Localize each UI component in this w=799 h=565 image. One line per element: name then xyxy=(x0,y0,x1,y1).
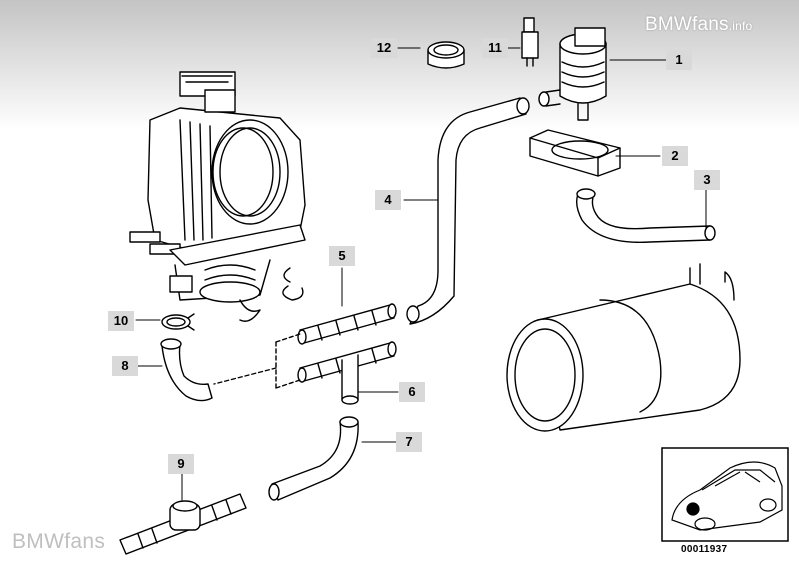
charcoal-canister xyxy=(506,263,741,432)
part-10-clamp xyxy=(161,313,195,331)
leader-lines xyxy=(135,47,707,501)
callout-10[interactable]: 10 xyxy=(108,311,134,331)
part-1-valve xyxy=(538,27,607,121)
inset-car-view xyxy=(661,447,789,542)
callout-7[interactable]: 7 xyxy=(396,432,422,452)
callout-12[interactable]: 12 xyxy=(371,38,397,58)
part-3-hose-end xyxy=(576,188,596,200)
part-4-hose-end-2 xyxy=(406,305,420,323)
part-3-hose xyxy=(575,193,711,244)
part-4-hose-end xyxy=(516,97,530,115)
part-5-connector xyxy=(297,303,397,405)
part-7-hose-end xyxy=(339,416,359,428)
callout-6[interactable]: 6 xyxy=(399,382,425,402)
watermark-top: BMWfans.info xyxy=(645,14,752,36)
part-8-hose xyxy=(161,343,213,402)
header-gradient xyxy=(0,0,799,130)
watermark-suffix: .info xyxy=(728,19,753,33)
callout-5[interactable]: 5 xyxy=(329,246,355,266)
watermark-brand: BMWfans xyxy=(645,14,729,35)
part-3-hose-end-2 xyxy=(704,225,716,241)
throttle-body xyxy=(129,71,306,322)
grouping-lines xyxy=(213,333,301,389)
inset-diagram-code: 00011937 xyxy=(681,544,728,555)
part-11-connector xyxy=(521,17,539,67)
watermark-bottom: BMWfans xyxy=(12,530,106,553)
part-12-cap xyxy=(427,41,465,69)
callout-11[interactable]: 11 xyxy=(482,38,508,58)
callout-9[interactable]: 9 xyxy=(168,454,194,474)
part-7-hose-end-2 xyxy=(268,483,280,501)
part-9-tee xyxy=(119,493,247,555)
part-7-hose xyxy=(271,421,359,501)
callout-1[interactable]: 1 xyxy=(666,50,692,70)
part-4-hose xyxy=(409,97,527,325)
callout-3[interactable]: 3 xyxy=(694,170,720,190)
callout-4[interactable]: 4 xyxy=(375,190,401,210)
callout-2[interactable]: 2 xyxy=(662,146,688,166)
part-2-bracket xyxy=(529,129,621,177)
part-8-hose-end xyxy=(160,338,182,350)
callout-8[interactable]: 8 xyxy=(112,356,138,376)
